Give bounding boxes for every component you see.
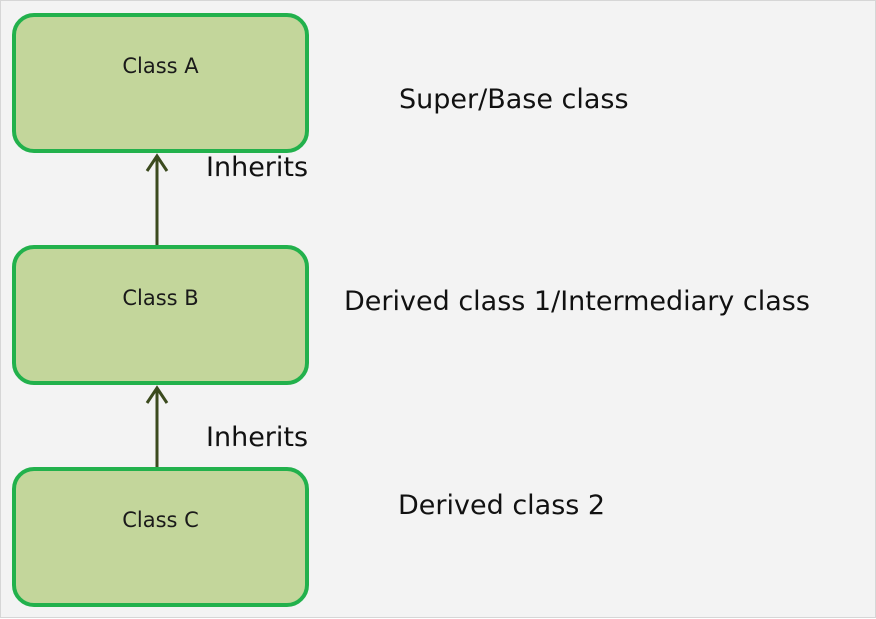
class-c-box: Class C: [12, 467, 309, 607]
class-b-box: Class B: [12, 245, 309, 385]
inherits-label-b-to-a: Inherits: [206, 152, 309, 183]
class-a-label: Class A: [122, 54, 199, 78]
arrow-b-to-a-head: [145, 153, 169, 172]
arrow-c-to-b-head: [145, 385, 169, 404]
arrow-c-to-b: [145, 385, 169, 467]
class-b-label: Class B: [122, 286, 199, 310]
arrow-b-to-a: [145, 153, 169, 245]
inherits-label-c-to-b: Inherits: [206, 422, 309, 453]
class-a-role: Super/Base class: [399, 84, 629, 115]
class-b-role: Derived class 1/Intermediary class: [344, 286, 810, 317]
class-c-label: Class C: [122, 508, 199, 532]
class-a-box: Class A: [12, 13, 309, 153]
class-c-role: Derived class 2: [398, 490, 606, 521]
